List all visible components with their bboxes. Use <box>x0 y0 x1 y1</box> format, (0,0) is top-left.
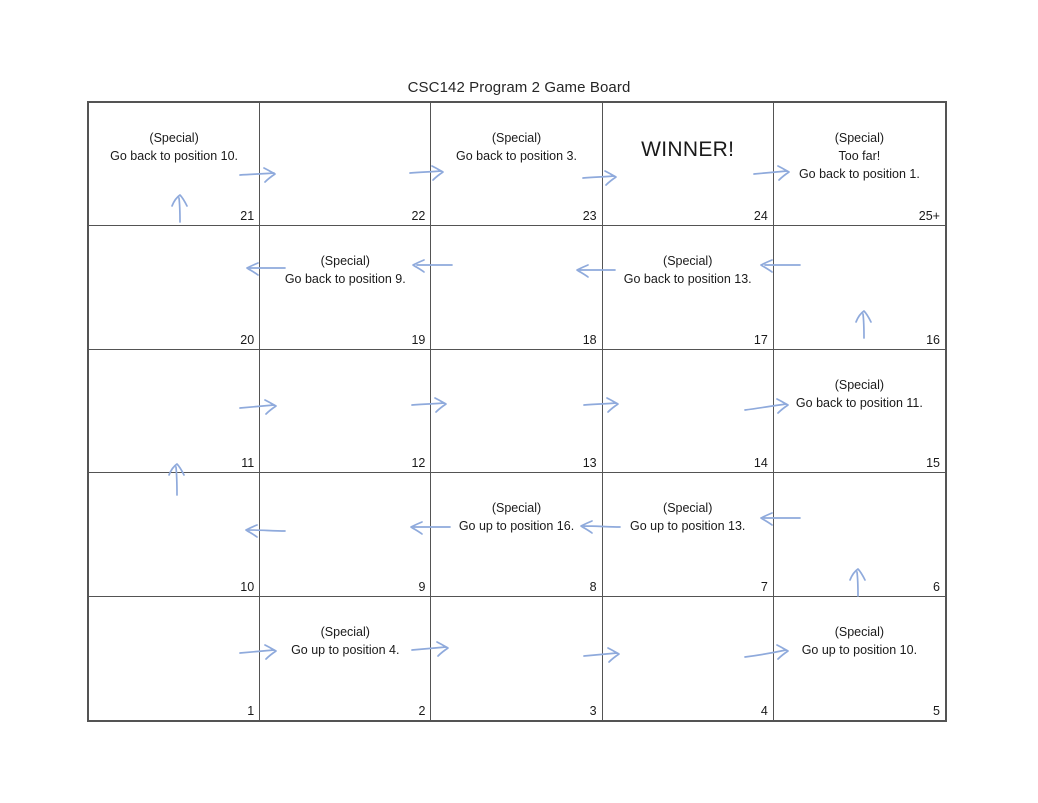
board-cell-17[interactable]: (Special) Go back to position 13. 17 <box>602 226 774 350</box>
board-cell-3[interactable]: 3 <box>431 596 603 720</box>
board-cell-11[interactable]: 11 <box>89 349 261 474</box>
cell-number-label: 10 <box>240 579 255 594</box>
board-cell-14[interactable]: 14 <box>602 349 774 474</box>
board-cell-24[interactable]: WINNER! 24 <box>602 103 774 227</box>
cell-number-label: 25+ <box>918 209 940 224</box>
board-cell-22[interactable]: 22 <box>260 103 432 227</box>
board-cell-2[interactable]: (Special) Go up to position 4. 2 <box>260 596 432 720</box>
board-cell-21[interactable]: (Special) Go back to position 10. 21 <box>89 103 261 227</box>
board-cell-4[interactable]: 4 <box>603 596 774 720</box>
board-cell-18[interactable]: 18 <box>431 226 603 350</box>
board-cell-23[interactable]: (Special) Go back to position 3. 23 <box>431 103 603 227</box>
cell-instruction-text: (Special) Go back to position 13. <box>623 254 752 287</box>
cell-number-label: 12 <box>411 456 426 471</box>
cell-instruction-text: (Special) Go up to position 4. <box>291 624 400 657</box>
cell-instruction-text: (Special) Go back to position 9. <box>284 254 406 287</box>
cell-instruction-text: (Special) Go up to position 13. <box>630 501 746 534</box>
cell-number-label: 14 <box>753 456 768 471</box>
cell-number-label: 24 <box>753 209 768 224</box>
board-cell-7[interactable]: (Special) Go up to position 13. 7 <box>602 473 774 597</box>
cell-number-label: 15 <box>926 456 940 471</box>
board-cell-19[interactable]: (Special) Go back to position 9. 19 <box>260 226 432 350</box>
cell-number-label: 21 <box>240 209 255 224</box>
cell-number-label: 5 <box>933 704 940 718</box>
board-cell-10[interactable]: 10 <box>89 473 261 597</box>
cell-number-label: 2 <box>418 704 426 718</box>
cell-number-label: 22 <box>411 209 426 224</box>
board-cell-5[interactable]: (Special) Go up to position 10. 5 <box>774 597 945 720</box>
cell-number-label: 20 <box>240 332 255 347</box>
board-cell-12[interactable]: 12 <box>260 349 432 474</box>
cell-number-label: 3 <box>589 704 597 718</box>
cell-instruction-text: (Special) Go back to position 11. <box>795 377 923 410</box>
cell-instruction-text: (Special) Too far! Go back to position 1… <box>798 131 920 181</box>
cell-number-label: 1 <box>247 704 255 718</box>
cell-number-label: 6 <box>933 579 940 594</box>
cell-number-label: 18 <box>582 332 597 347</box>
board-cell-6[interactable]: 6 <box>773 473 945 597</box>
cell-instruction-text: (Special) Go back to position 10. <box>110 131 239 163</box>
cell-number-label: 8 <box>589 579 597 594</box>
cell-number-label: 11 <box>241 456 255 471</box>
board-cell-8[interactable]: (Special) Go up to position 16. 8 <box>431 473 603 597</box>
board-cell-20[interactable]: 20 <box>89 226 261 350</box>
board-cell-15[interactable]: (Special) Go back to position 11. 15 <box>773 350 945 474</box>
board-cell-9[interactable]: 9 <box>260 473 432 597</box>
page-title: CSC142 Program 2 Game Board <box>407 79 631 96</box>
cell-number-label: 13 <box>582 456 597 471</box>
cell-number-label: 7 <box>760 579 768 594</box>
cell-instruction-text: (Special) Go up to position 16. <box>458 501 575 534</box>
cell-instruction-text: (Special) Go up to position 10. <box>801 624 918 657</box>
board-cell-16[interactable]: 16 <box>773 226 945 350</box>
cell-number-label: 19 <box>411 332 426 347</box>
board-cell-13[interactable]: 13 <box>431 349 603 474</box>
cell-instruction-text: (Special) Go back to position 3. <box>456 131 577 163</box>
cell-number-label: 9 <box>418 579 426 594</box>
winner-label: WINNER! <box>641 138 735 161</box>
cell-number-label: 23 <box>582 209 597 224</box>
cell-number-label: 17 <box>753 332 768 347</box>
cell-number-label: 4 <box>760 704 768 718</box>
cell-number-label: 16 <box>926 332 940 347</box>
board-cell-1[interactable]: 1 <box>89 596 261 720</box>
board-cell-25+[interactable]: (Special) Too far! Go back to position 1… <box>773 103 945 227</box>
